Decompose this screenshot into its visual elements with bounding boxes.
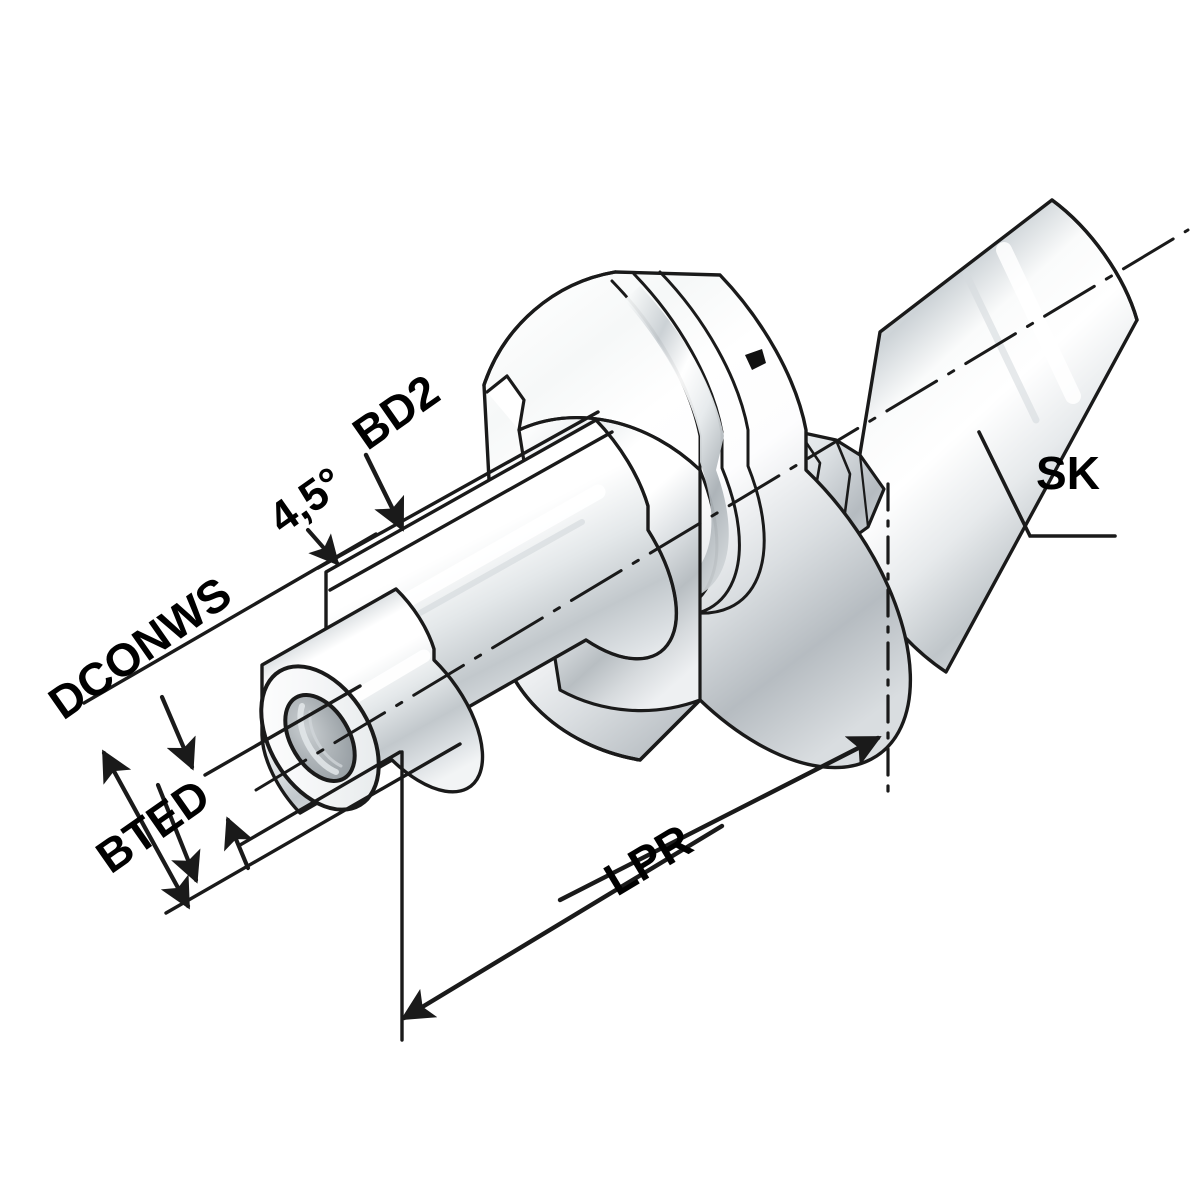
- bted-dimension: [155, 684, 402, 884]
- lpr-dimension: [400, 735, 882, 1042]
- tool-holder-body: [259, 198, 1139, 815]
- label-sk: SK: [1036, 447, 1100, 499]
- sk-leader: [977, 430, 1117, 538]
- bd2-dimension: [363, 452, 405, 532]
- dimension-lines: [82, 410, 1117, 1042]
- nose-end-face: [259, 664, 381, 812]
- axis-centerline: [254, 228, 1190, 792]
